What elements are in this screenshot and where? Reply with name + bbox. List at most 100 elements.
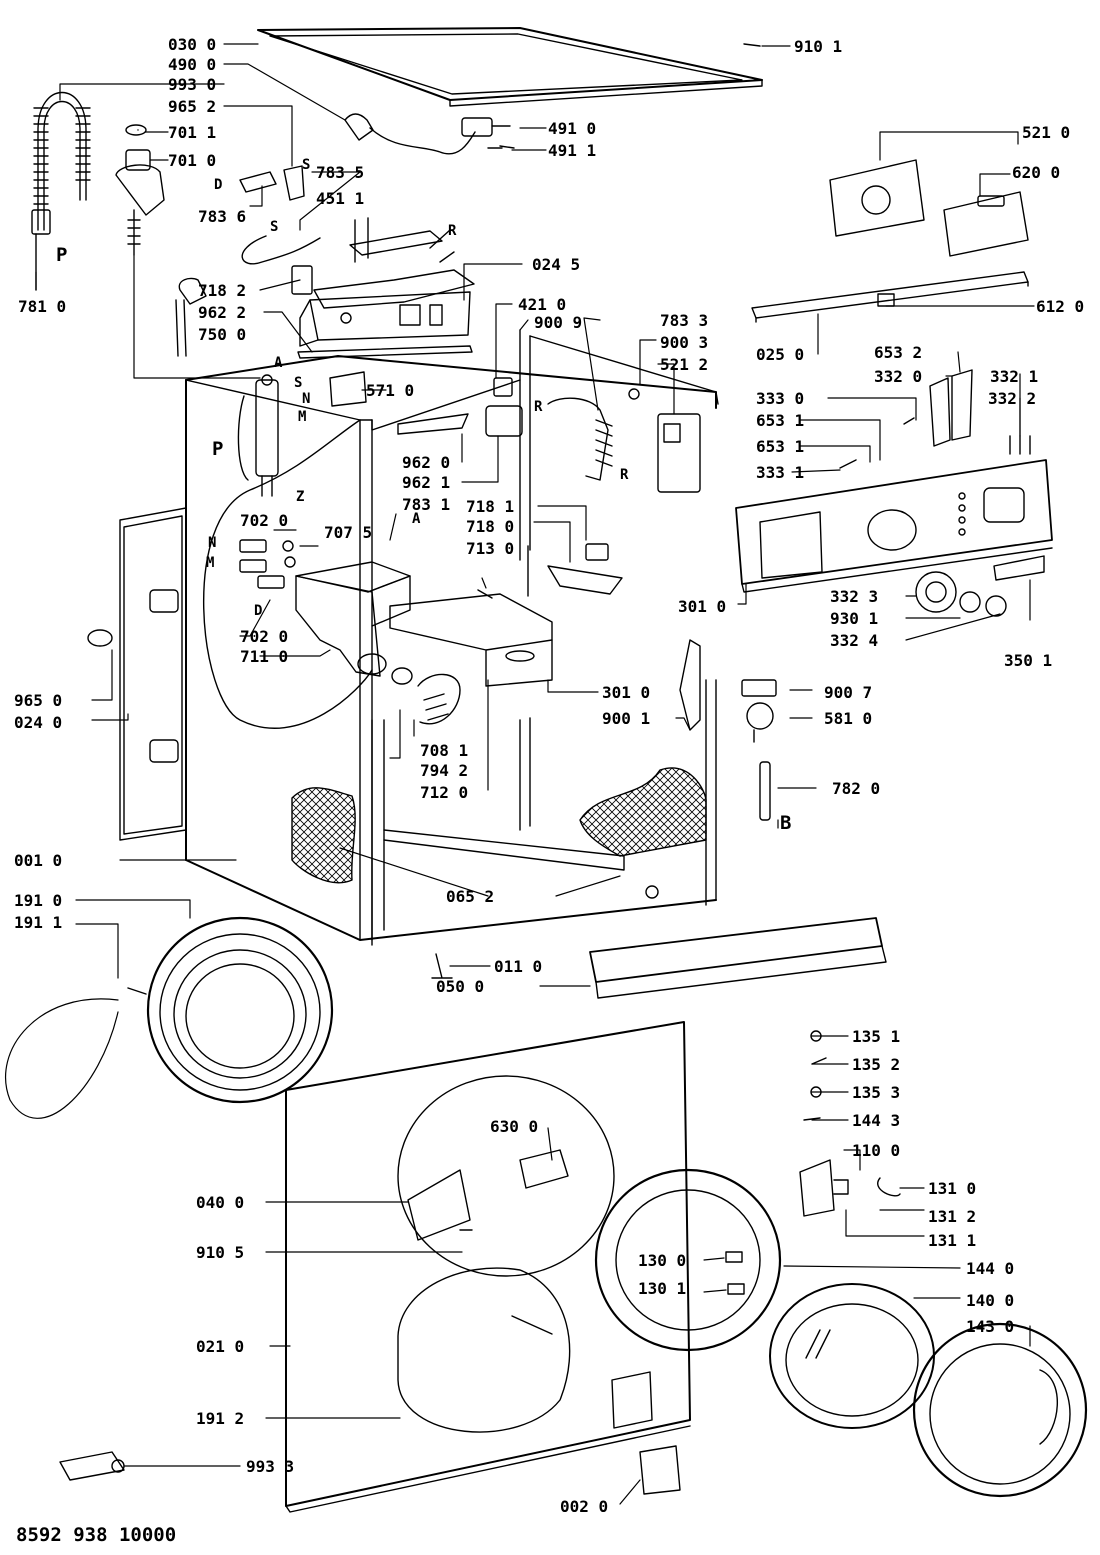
part-number-label: 143 0 [966,1317,1015,1336]
part-number-label: 630 0 [490,1117,539,1136]
connection-letter-marker: R [620,467,629,483]
connection-letter-marker: A [412,511,421,527]
part-number-label: 910 5 [196,1243,245,1262]
part-number-label: 050 0 [436,977,485,996]
part-number-label: 421 0 [518,295,567,314]
part-number-label: 612 0 [1036,297,1085,316]
part-number-label: 781 0 [18,297,67,316]
part-number-label: 333 0 [756,389,805,408]
part-number-label: 962 1 [402,473,451,492]
connection-letter-marker: D [254,603,263,619]
connection-letter-marker: A [274,355,283,371]
part-number-label: 900 9 [534,313,583,332]
connection-letter-marker: M [298,409,307,425]
part-number-label: 965 2 [168,97,217,116]
part-number-label: 110 0 [852,1141,901,1160]
part-number-label: 712 0 [420,783,469,802]
part-number-label: 130 0 [638,1251,687,1270]
part-number-label: 332 3 [830,587,879,606]
cabinet-body [185,329,719,946]
inner-components [329,371,701,493]
part-number-label: 521 2 [660,355,709,374]
part-number-label: 701 1 [168,123,217,142]
part-number-label: 701 0 [168,151,217,170]
part-number-label: 653 1 [756,437,805,456]
part-number-label: 332 2 [988,389,1037,408]
part-number-label: 490 0 [168,55,217,74]
part-number-label: 521 0 [1022,123,1071,142]
part-number-label: 144 3 [852,1111,901,1130]
part-number-label: 024 0 [14,713,63,732]
part-number-label: 962 0 [402,453,451,472]
control-panel-group [735,159,1053,617]
part-number-label: 024 5 [532,255,581,274]
part-number-label: 135 1 [852,1027,901,1046]
part-number-label: 451 1 [316,189,365,208]
part-number-label: 713 0 [466,539,515,558]
part-number-label: 011 0 [494,957,543,976]
part-number-label: 021 0 [196,1337,245,1356]
front-panel [285,1021,691,1513]
connection-letter-marker: M [206,555,215,571]
part-number-label: 135 3 [852,1083,901,1102]
part-number-label: 333 1 [756,463,805,482]
part-number-label: 783 5 [316,163,365,182]
pump-parts [239,539,701,731]
part-number-label: 491 0 [548,119,597,138]
part-number-label: 040 0 [196,1193,245,1212]
part-number-label: 332 1 [990,367,1039,386]
part-number-label: 718 2 [198,281,247,300]
door-frame-inner [594,1168,782,1352]
part-number-label: 900 3 [660,333,709,352]
connection-letter-marker: S [270,219,279,235]
part-number-label: 191 0 [14,891,63,910]
connection-letter-marker: B [780,812,792,834]
connection-letter-marker: Z [296,489,305,505]
part-number-label: 653 2 [874,343,923,362]
part-number-label: 571 0 [366,381,415,400]
hose-connector [115,124,261,379]
part-number-label: 993 0 [168,75,217,94]
footer-part-code: 8592 938 10000 [16,1524,177,1546]
part-number-label: 135 2 [852,1055,901,1074]
part-number-label: 783 1 [402,495,451,514]
part-number-label: 332 0 [874,367,923,386]
connection-letter-marker: R [534,399,543,415]
connection-letter-marker: R [448,223,457,239]
suspension-damper [237,374,279,497]
kick-panel [431,917,887,999]
misc-screws [137,43,761,149]
part-number-label: 962 2 [198,303,247,322]
pressure-switch [741,679,777,821]
part-number-label: 130 1 [638,1279,687,1298]
part-number-label: 708 1 [420,741,469,760]
part-number-label: 900 1 [602,709,651,728]
part-number-label: 002 0 [560,1497,609,1516]
part-number-label: 653 1 [756,411,805,430]
part-number-label: 750 0 [198,325,247,344]
part-number-label: 131 2 [928,1207,977,1226]
part-number-label: 993 3 [246,1457,295,1476]
part-number-label: 350 1 [1004,651,1053,670]
part-number-label: 301 0 [678,597,727,616]
part-number-label: 001 0 [14,851,63,870]
part-number-label: 900 7 [824,683,873,702]
part-number-label: 711 0 [240,647,289,666]
part-number-label: 783 6 [198,207,247,226]
inlet-hose-left [31,92,91,291]
connection-letter-marker: N [208,535,217,551]
top-lid [257,27,763,107]
part-number-label: 491 1 [548,141,597,160]
supply-cable [344,113,511,155]
part-number-label: 702 0 [240,627,289,646]
part-number-label: 965 0 [14,691,63,710]
part-number-label: 930 1 [830,609,879,628]
connection-letter-marker: P [56,244,68,266]
part-number-label: 144 0 [966,1259,1015,1278]
part-number-label: 794 2 [420,761,469,780]
detergent-dispenser [295,561,553,725]
connection-letter-marker: S [294,375,303,391]
water-valve-assembly [239,165,475,359]
